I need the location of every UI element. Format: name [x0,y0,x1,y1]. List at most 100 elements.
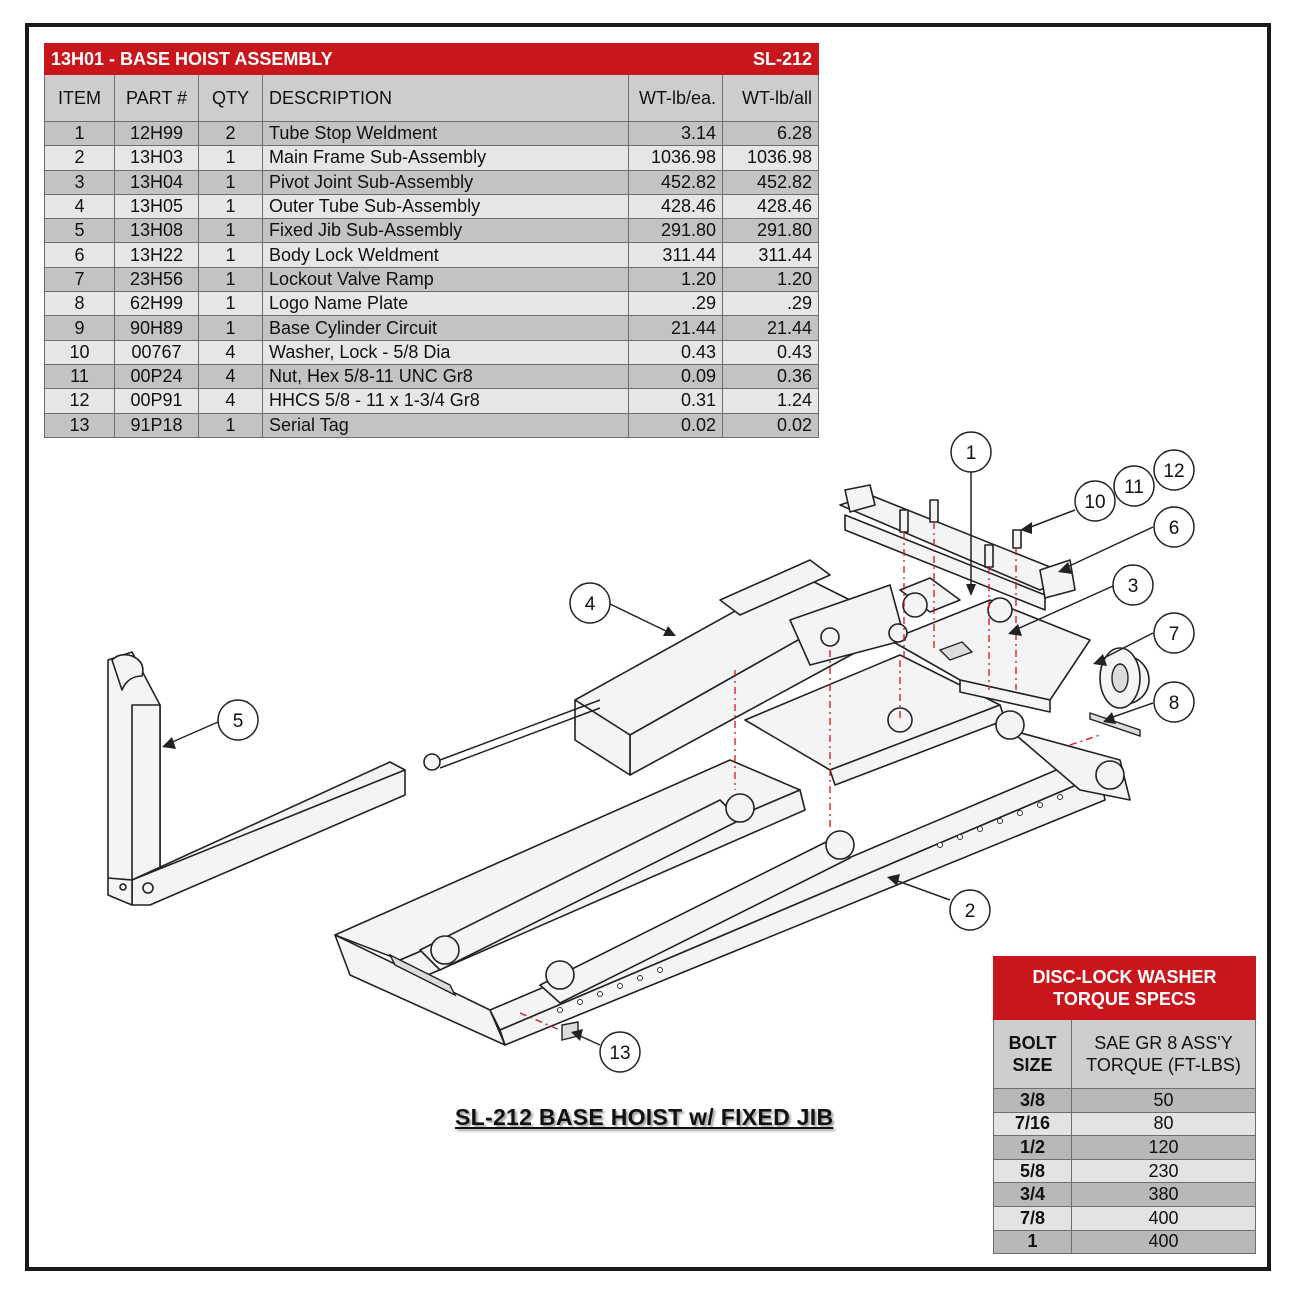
cell-description: HHCS 5/8 - 11 x 1-3/4 Gr8 [262,388,629,414]
cell-part: 00P24 [114,363,199,390]
balloon-7: 7 [1153,612,1195,654]
cell-qty: 1 [198,291,263,317]
cell-part: 13H08 [114,218,199,244]
svg-text:10: 10 [1084,492,1105,513]
base-cylinders [419,793,855,1004]
cell-wt-each: 3.14 [627,120,724,147]
cell-qty: 2 [198,120,263,147]
cell-description: Outer Tube Sub-Assembly [262,193,629,220]
torque-spec-table: DISC-LOCK WASHER TORQUE SPECS BOLT SIZE … [992,956,1257,1255]
cell-item: 10 [44,339,115,365]
cell-part: 12H99 [114,120,199,147]
cell-torque: 400 [1070,1229,1257,1255]
cell-torque: 120 [1070,1135,1257,1160]
cell-torque: 80 [1070,1111,1257,1137]
balloon-3: 3 [1112,564,1154,606]
cell-wt-each: 1.20 [627,266,724,293]
balloon-2: 2 [949,889,991,931]
cell-wt-all: 452.82 [722,169,820,195]
cell-item: 3 [44,169,115,195]
cell-wt-all: 0.43 [722,339,820,365]
balloon-13: 13 [599,1031,641,1073]
drawing-caption: SL-212 BASE HOIST w/ FIXED JIB [455,1104,834,1130]
cell-qty: 1 [198,193,263,220]
header-bolt-size: BOLT SIZE [993,1019,1072,1089]
svg-text:7: 7 [1169,624,1180,645]
cell-part: 13H03 [114,145,199,171]
cell-qty: 1 [198,412,263,438]
cell-item: 7 [44,266,115,293]
cell-description: Fixed Jib Sub-Assembly [262,218,629,244]
cell-bolt-size: 1/2 [993,1135,1072,1160]
cell-part: 23H56 [114,266,199,293]
cell-wt-each: 1036.98 [627,145,724,171]
cell-wt-all: 1.24 [722,388,820,414]
cell-item: 12 [44,388,115,414]
svg-text:6: 6 [1169,518,1180,539]
balloon-4: 4 [569,582,611,624]
cell-wt-each: 0.31 [627,388,724,414]
cell-bolt-size: 1 [993,1229,1072,1255]
cell-part: 91P18 [114,412,199,438]
body-lock-weldment [839,484,1076,611]
cell-wt-each: 0.02 [627,412,724,438]
cell-item: 11 [44,363,115,390]
cell-bolt-size: 3/4 [993,1182,1072,1207]
cell-part: 13H05 [114,193,199,220]
cell-item: 6 [44,242,115,268]
cell-torque: 400 [1070,1205,1257,1231]
cell-part: 62H99 [114,291,199,317]
cell-description: Logo Name Plate [262,291,629,317]
header-item: ITEM [44,74,115,122]
outer-tube-subassembly [423,559,908,776]
cell-bolt-size: 3/8 [993,1088,1072,1113]
torque-table-title: DISC-LOCK WASHER TORQUE SPECS [992,956,1257,1020]
balloon-11: 11 [1113,465,1155,507]
cell-wt-all: 291.80 [722,218,820,244]
pivot-cradle [744,654,1125,790]
cell-wt-all: 1036.98 [722,145,820,171]
parts-table-model: SL-212 [722,43,820,75]
cell-wt-all: 0.02 [722,412,820,438]
balloon-6: 6 [1153,506,1195,548]
cell-wt-all: 21.44 [722,315,820,341]
cell-bolt-size: 5/8 [993,1158,1072,1184]
svg-text:11: 11 [1124,477,1144,498]
cell-wt-each: 452.82 [627,169,724,195]
cell-item: 13 [44,412,115,438]
cell-item: 1 [44,120,115,147]
cell-qty: 4 [198,339,263,365]
header-part: PART # [114,74,199,122]
cell-wt-all: .29 [722,291,820,317]
fixed-jib-subassembly [107,651,406,906]
cell-part: 00P91 [114,388,199,414]
balloon-10: 10 [1074,480,1116,522]
header-qty: QTY [198,74,263,122]
assembly-center-lines [519,522,1101,1031]
cell-wt-all: 1.20 [722,266,820,293]
cell-wt-each: 0.43 [627,339,724,365]
cell-part: 00767 [114,339,199,365]
balloon-8: 8 [1153,681,1195,723]
cell-bolt-size: 7/16 [993,1111,1072,1137]
balloon-12: 12 [1153,449,1195,491]
logo-name-plate [1089,712,1141,737]
cell-description: Main Frame Sub-Assembly [262,145,629,171]
balloon-1: 1 [950,431,992,473]
cell-description: Body Lock Weldment [262,242,629,268]
svg-text:13: 13 [609,1043,630,1064]
cell-description: Lockout Valve Ramp [262,266,629,293]
cell-wt-all: 311.44 [722,242,820,268]
